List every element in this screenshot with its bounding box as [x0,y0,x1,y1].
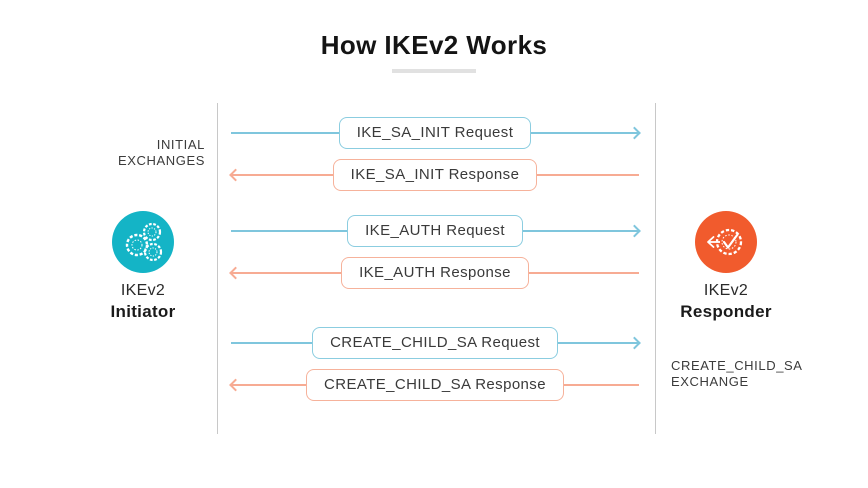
arrow-right-icon [628,224,641,238]
responder-name: IKEv2 [703,282,749,299]
message-label-box: IKE_AUTH Request [347,215,523,247]
message-row: IKE_AUTH Response [229,257,640,289]
initial-exchanges-label: INITIAL EXCHANGES [40,137,205,169]
message-label-box: CREATE_CHILD_SA Request [312,327,558,359]
message-label-box: IKE_AUTH Response [341,257,529,289]
message-row: CREATE_CHILD_SA Response [229,369,640,401]
arrow-left-icon [229,266,242,280]
initiator-role: Initiator [110,302,176,321]
arrow-right-icon [628,336,641,350]
title-underline [392,69,476,73]
initiator-circle [112,211,174,273]
responder-circle [695,211,757,273]
responder-actor: IKEv2 Responder [666,211,786,322]
message-label-box: IKE_SA_INIT Request [338,117,532,149]
create-child-sa-exchange-label: CREATE_CHILD_SA EXCHANGE [671,358,851,390]
initiator-lifeline [217,103,218,434]
responder-lifeline [655,103,656,434]
arrow-left-icon [229,378,242,392]
create-child-sa-exchange-label-line2: EXCHANGE [671,374,749,389]
message-label-box: CREATE_CHILD_SA Response [306,369,564,401]
initial-exchanges-label-line1: INITIAL [156,137,205,152]
message-row: IKE_AUTH Request [230,215,641,247]
diagram-title: How IKEv2 Works [320,30,548,60]
seal-check-icon [707,228,743,256]
create-child-sa-exchange-label-line1: CREATE_CHILD_SA [671,358,803,373]
message-row: IKE_SA_INIT Response [229,159,640,191]
gears-icon [125,222,163,262]
initial-exchanges-label-line2: EXCHANGES [117,153,205,168]
initiator-name: IKEv2 [120,282,166,299]
arrow-left-icon [229,168,242,182]
arrow-right-icon [628,126,641,140]
initiator-actor: IKEv2 Initiator [83,211,203,322]
message-row: CREATE_CHILD_SA Request [230,327,641,359]
responder-role: Responder [680,302,772,321]
message-label-box: IKE_SA_INIT Response [332,159,538,191]
message-row: IKE_SA_INIT Request [230,117,641,149]
